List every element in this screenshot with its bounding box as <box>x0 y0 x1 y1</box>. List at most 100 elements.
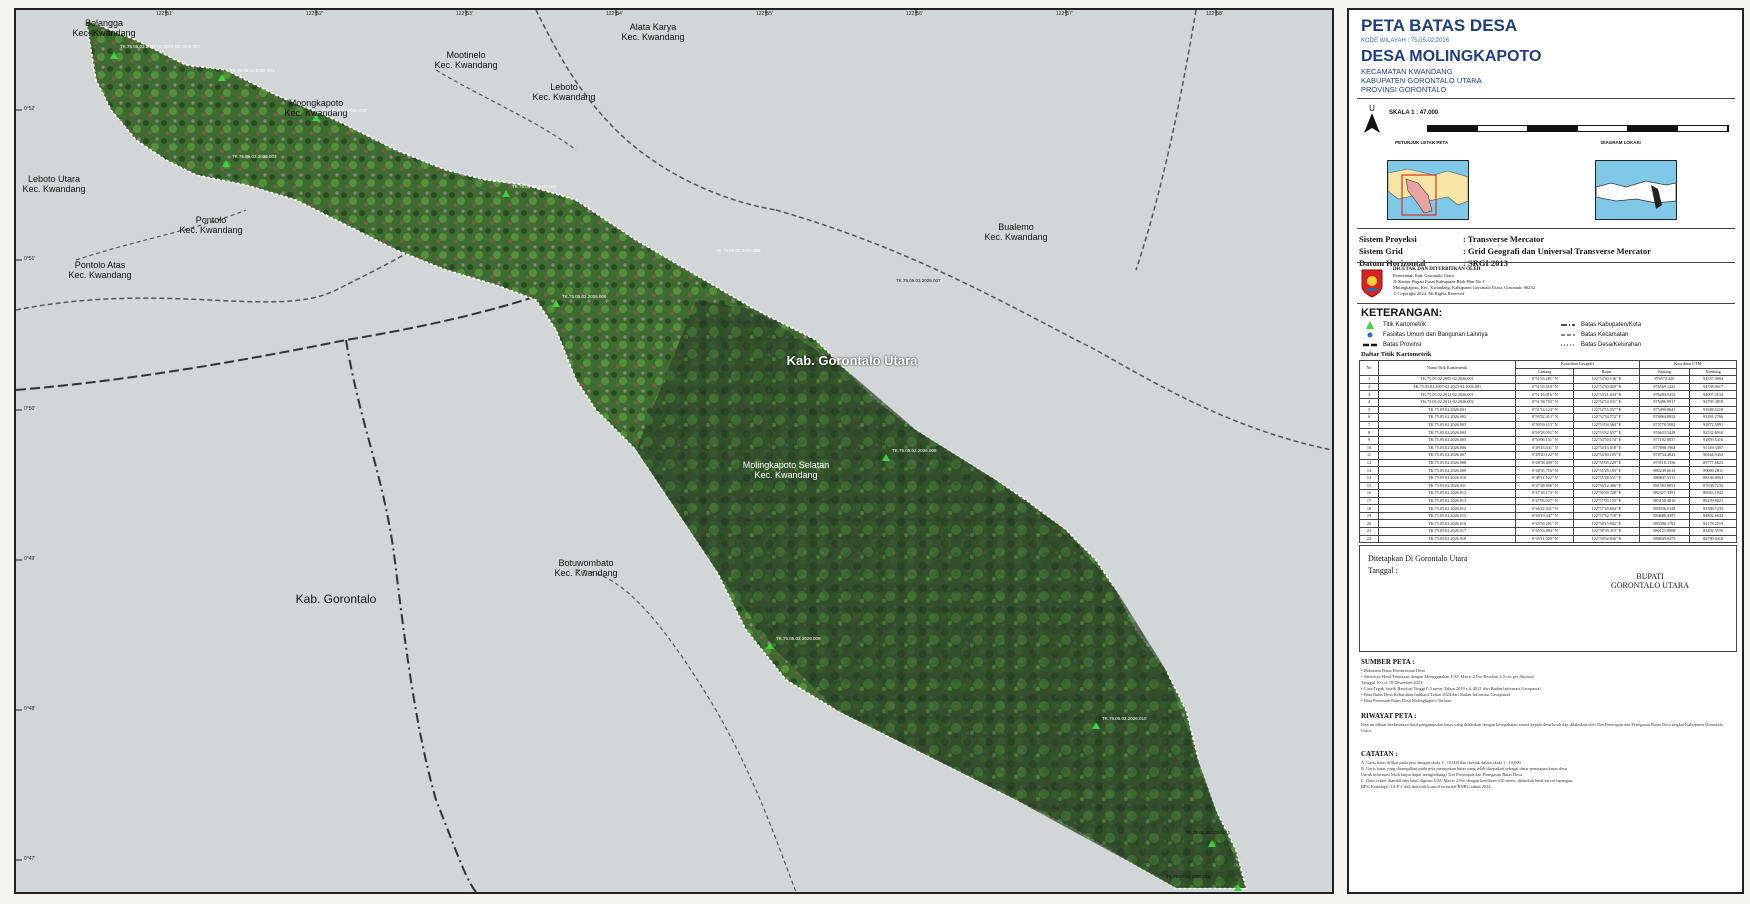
table-cell: 122°56'39.728" E <box>1573 489 1640 498</box>
table-cell: 12 <box>1359 458 1379 468</box>
group-header: Koordinat UTM <box>1638 360 1738 369</box>
table-cell: TK.75.05.02.2005-02.2026.001 <box>1377 375 1517 384</box>
forest-area <box>636 300 1246 888</box>
table-cell: TK.75.05.02.2026.002 <box>1377 413 1517 422</box>
table-cell: 0°46'42.031" N <box>1515 504 1575 513</box>
table-cell: 875486.9917 <box>1638 397 1691 407</box>
graticule-top-label: 122°51' <box>156 11 173 17</box>
table-cell: 86943.1842 <box>1689 489 1737 498</box>
table-cell: TK.75.05.02.2026.018 <box>1377 534 1517 544</box>
kartometric-point[interactable] <box>110 52 118 59</box>
table-cell: TK.75.05.02.2026.004 <box>1377 428 1517 437</box>
table-cell: TK.75.05.02.2012-02.2026.001 <box>1377 390 1517 399</box>
spec-key: Datum Horizontal <box>1359 258 1426 268</box>
table-cell: 82790.0418 <box>1689 534 1737 544</box>
table-cell: 0°47'03.927" N <box>1515 496 1575 506</box>
table-cell: 0°49'43.041" N <box>1515 443 1575 453</box>
table-cell: 122°57'52.718" E <box>1573 511 1640 521</box>
kartometric-point[interactable] <box>312 114 320 121</box>
district-line-icon <box>1561 334 1575 336</box>
north-arrow-icon: U <box>1363 104 1381 138</box>
table-cell: 875778.5082 <box>1638 420 1691 430</box>
kecamatan-name: KECAMATAN KWANDANG <box>1361 67 1453 76</box>
kartometric-point[interactable] <box>1092 722 1100 729</box>
table-cell: 122°53'21.034" E <box>1573 390 1640 399</box>
kartometric-point[interactable] <box>1208 840 1216 847</box>
divider <box>1357 98 1735 99</box>
table-cell: TK.75.05.02.2026.007 <box>1377 451 1517 460</box>
graticule-top-label: 122°57' <box>1056 11 1073 17</box>
kartometric-point[interactable] <box>502 190 510 197</box>
kartometric-point[interactable] <box>1234 884 1242 891</box>
kartometric-point[interactable] <box>218 74 226 81</box>
table-cell: 3 <box>1359 390 1379 399</box>
kartometric-point[interactable] <box>552 300 560 307</box>
kartometric-point[interactable] <box>882 454 890 461</box>
kartometric-point[interactable] <box>222 160 230 167</box>
sources-heading: SUMBER PETA : <box>1361 658 1415 666</box>
table-cell: 89080.2811 <box>1689 466 1737 475</box>
notes-list: A. Garis batas dilihat pada peta dengan … <box>1361 760 1731 790</box>
village-code: KODE WILAYAH : 75.05.02.2026 <box>1361 38 1450 44</box>
table-cell: 876569.1221 <box>1638 382 1691 392</box>
table-cell: 93948.5218 <box>1689 405 1737 415</box>
group-header: Koordinat Geografi <box>1515 360 1640 369</box>
table-cell: TK.75.05.02.2026.001 <box>1377 405 1517 415</box>
kartometric-point[interactable] <box>766 642 774 649</box>
table-cell: TK.75.05.02.2026.011 <box>1377 481 1517 491</box>
table-cell: TK.75.05.02.2026.009 <box>1377 466 1517 475</box>
table-cell: 14 <box>1359 473 1379 483</box>
province-line-icon <box>1363 343 1377 347</box>
table-cell: 16 <box>1359 489 1379 498</box>
kartometric-points[interactable] <box>110 52 1242 891</box>
table-cell: 4 <box>1359 397 1379 407</box>
legend-label: Batas Provinsi <box>1383 342 1422 348</box>
table-cell: 9 <box>1359 435 1379 445</box>
map-frame[interactable]: 122°51' 122°52' 122°53' 122°54' 122°55' … <box>14 8 1334 894</box>
point-label: TK.75.05.02.2026.010 <box>1102 716 1147 721</box>
note-line: C. Data vektor diambil dari hasil digita… <box>1361 778 1574 783</box>
inset-locator-map <box>1387 160 1469 220</box>
village-boundary-east <box>775 209 1332 451</box>
table-cell: 94537.0694 <box>1689 375 1737 384</box>
signature-official: BUPATI GORONTALO UTARA <box>1590 572 1710 590</box>
legend-label: Batas Kecamatan <box>1581 332 1629 338</box>
table-cell: 883936.0128 <box>1638 504 1691 513</box>
col-header: Lintang <box>1515 367 1575 377</box>
point-label: TK.75.05.02.2026.005 <box>716 248 761 253</box>
table-cell: 0°47'26.173" N <box>1515 489 1575 498</box>
inset-right-title: DIAGRAM LOKASI <box>1601 140 1641 145</box>
table-cell: 91149.3497 <box>1689 443 1737 453</box>
table-cell: 84892.6634 <box>1689 511 1737 521</box>
table-cell: 92532.6016 <box>1689 428 1737 437</box>
table-cell: 91859.5416 <box>1689 435 1737 445</box>
table-cell: 122°54'40.105" E <box>1573 451 1640 460</box>
signature-box: Ditetapkan Di Gorontalo Utara Tanggal : … <box>1359 545 1737 652</box>
provinsi-name: PROVINSI GORONTALO <box>1361 85 1447 94</box>
projection-specs: Sistem Proyeksi: Transverse Mercator Sis… <box>1359 234 1651 270</box>
map-canvas[interactable] <box>16 10 1332 892</box>
coords-table-title: Daftar Titik Kartometrik <box>1361 351 1432 358</box>
col-header: Bujur <box>1573 367 1640 377</box>
table-cell: TK.75.05.02.2026.014 <box>1377 504 1517 513</box>
graticule-top-label: 122°58' <box>1206 11 1223 17</box>
note-line: A. Garis batas dilihat pada peta dengan … <box>1361 760 1522 765</box>
table-cell: 882427.3391 <box>1638 489 1691 498</box>
table-cell: 122°56'12.406" E <box>1573 481 1640 491</box>
col-header: No <box>1359 359 1379 377</box>
table-cell: 0°50'52.413" N <box>1515 413 1575 422</box>
table-cell: 93281.2766 <box>1689 413 1737 422</box>
table-cell: 122°55'29.183" E <box>1573 466 1640 475</box>
point-label: TK.75.05.02.2007-02.2023-02.2026.001 <box>120 44 201 49</box>
table-cell: 0°51'14.124" N <box>1515 405 1575 415</box>
north-label: U <box>1369 104 1375 113</box>
legend-heading: KETERANGAN: <box>1361 307 1443 319</box>
